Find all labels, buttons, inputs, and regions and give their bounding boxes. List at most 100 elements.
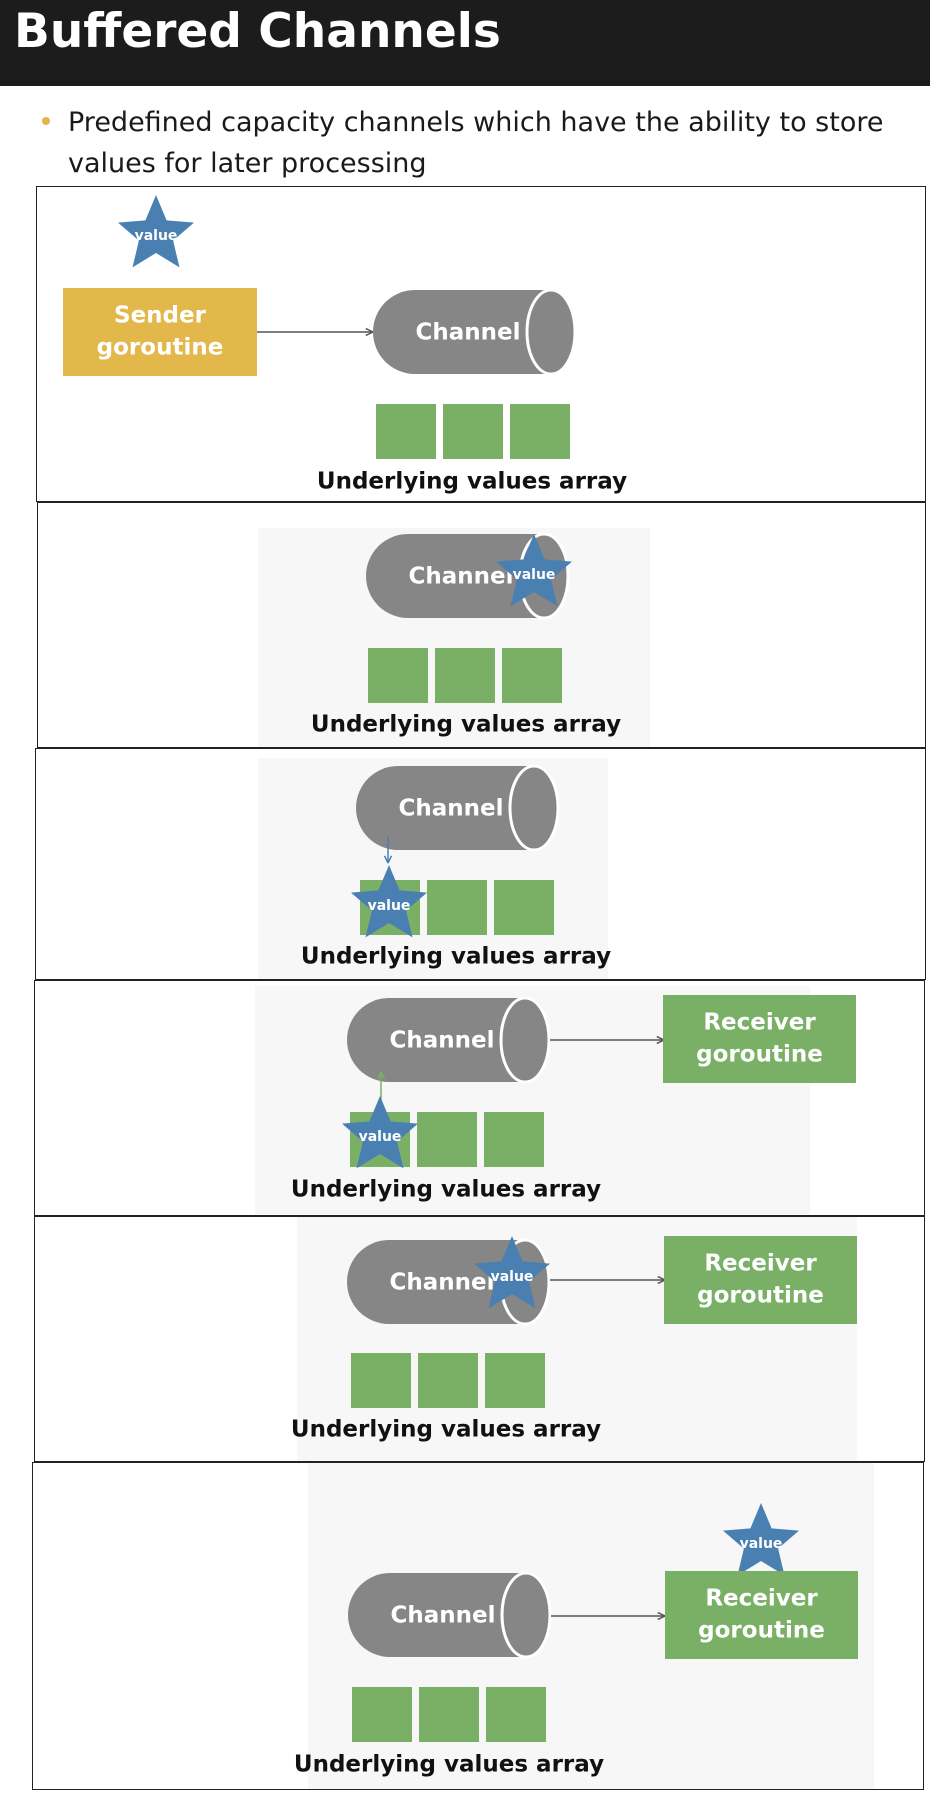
arrow: [550, 1035, 665, 1045]
channel-cap: [525, 288, 577, 376]
array-cell: [351, 1353, 411, 1408]
panel-frame: [37, 502, 926, 748]
channel-body: [348, 1573, 526, 1657]
channel-body: [356, 766, 534, 850]
array-cell: [368, 648, 428, 703]
value-label: value: [513, 567, 556, 583]
panel-frame: [36, 186, 926, 502]
array-cell: [486, 1687, 546, 1742]
receiver-goroutine-rect: [664, 1236, 857, 1324]
array-cell: [418, 1353, 478, 1408]
array-cell: [419, 1687, 479, 1742]
channel-label: Channel: [398, 796, 503, 822]
array-cell: [352, 1687, 412, 1742]
sender-goroutine-rect: [63, 288, 257, 376]
value-star-icon: value: [118, 195, 194, 268]
receiver-goroutine-line2: goroutine: [696, 1042, 823, 1068]
channel-cylinder: Channel: [347, 996, 551, 1084]
array-cell: [484, 1112, 544, 1167]
value-label: value: [368, 898, 411, 914]
arrow-head: [383, 855, 393, 864]
receiver-goroutine-rect: [663, 995, 856, 1083]
slide-title: Buffered Channels: [14, 4, 501, 59]
array-cell: [376, 404, 436, 459]
channel-cap: [508, 764, 560, 852]
value-star-icon: value: [474, 1236, 550, 1309]
arrow-head: [376, 1071, 386, 1080]
panel-drawing: ChannelvalueReceivergoroutineUnderlying …: [291, 1236, 857, 1443]
arrow-head: [657, 1275, 666, 1285]
bullet-text: Predefined capacity channels which have …: [68, 107, 884, 179]
values-array: [376, 404, 570, 459]
channel-label: Channel: [390, 1603, 495, 1629]
right-margin: [930, 0, 940, 1794]
channel-body: [347, 998, 525, 1082]
channel-cap: [500, 1571, 552, 1659]
channel-label: Channel: [408, 564, 513, 590]
arrow: [551, 1611, 666, 1621]
array-cell: [502, 648, 562, 703]
bullet-dot: [42, 117, 50, 125]
panel-frame: [32, 1462, 924, 1790]
channel-body: [347, 1240, 525, 1324]
channel-cylinder: Channel: [348, 1571, 552, 1659]
channel-body: [366, 534, 544, 618]
receiver-goroutine-line2: goroutine: [697, 1283, 824, 1309]
receiver-goroutine-line1: Receiver: [703, 1010, 816, 1036]
star-shape: [118, 195, 194, 268]
array-caption: Underlying values array: [301, 944, 611, 970]
value-star-icon: value: [496, 534, 572, 607]
receiver-goroutine: Receiver goroutine: [663, 995, 856, 1083]
channel-cylinder: Channel: [356, 764, 560, 852]
value-label: value: [135, 228, 178, 244]
receiver-goroutine-line2: goroutine: [698, 1618, 825, 1644]
array-cell: [485, 1353, 545, 1408]
panel-frame: [35, 748, 926, 980]
value-star-icon: value: [351, 865, 427, 938]
channel-cylinder: Channel: [373, 288, 577, 376]
array-cell: [510, 404, 570, 459]
sender-goroutine-line1: Sender: [114, 303, 207, 329]
arrow-head: [365, 327, 374, 337]
arrow: [257, 327, 374, 337]
array-cell: [417, 1112, 477, 1167]
star-shape: [723, 1503, 799, 1576]
receiver-goroutine-rect: [665, 1571, 858, 1659]
arrow: [383, 836, 393, 864]
value-star-icon: value: [723, 1503, 799, 1576]
receiver-goroutine-line1: Receiver: [705, 1586, 818, 1612]
array-cell: [494, 880, 554, 935]
star-shape: [496, 534, 572, 607]
array-cell: [435, 648, 495, 703]
sender-goroutine-line2: goroutine: [97, 335, 224, 361]
channel-cap: [499, 996, 551, 1084]
values-array: [368, 648, 562, 703]
star-shape: [351, 865, 427, 938]
channel-label: Channel: [389, 1270, 494, 1296]
sender-goroutine: Sender goroutine: [63, 288, 257, 376]
arrow: [550, 1275, 666, 1285]
value-label: value: [491, 1269, 534, 1285]
values-array: [351, 1353, 545, 1408]
array-caption: Underlying values array: [317, 469, 627, 495]
slide-header: Buffered Channels: [0, 0, 940, 86]
panel-drawing: ChannelReceivergoroutinevalueUnderlying …: [291, 995, 856, 1203]
channel-label: Channel: [389, 1028, 494, 1054]
array-cell: [443, 404, 503, 459]
array-caption: Underlying values array: [311, 712, 621, 738]
panel-frame: [34, 1216, 925, 1462]
value-star-icon: value: [342, 1096, 418, 1169]
arrow-head: [657, 1611, 666, 1621]
panel-frame: [34, 980, 925, 1216]
arrow-head: [656, 1035, 665, 1045]
